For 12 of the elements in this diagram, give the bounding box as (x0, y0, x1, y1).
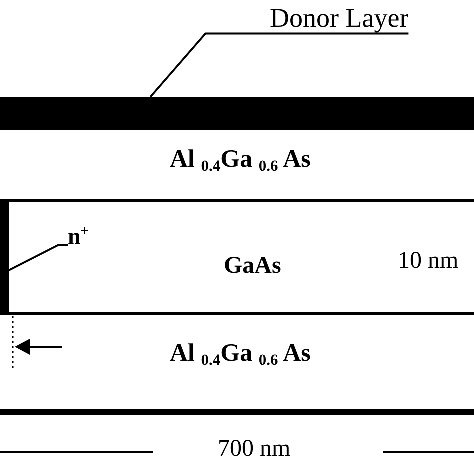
n-plus-bar (0, 202, 9, 312)
leader-line (8, 244, 68, 272)
layer-label: GaAs (224, 253, 282, 280)
leader-line (150, 32, 409, 98)
layer-label: Al $_{0.4}$Ga $_{0.6}$ As (170, 340, 311, 369)
quantum-well-layer (0, 199, 474, 315)
layer-label: Al $_{0.4}$Ga $_{0.6}$ As (170, 146, 311, 175)
layer-label: Donor Layer (270, 4, 409, 34)
dimension-label: 700 nm (218, 436, 291, 462)
dimension-label: 10 nm (398, 248, 459, 274)
donor-layer-bar (0, 97, 474, 130)
region-label: n$^{+}$ (68, 224, 89, 250)
